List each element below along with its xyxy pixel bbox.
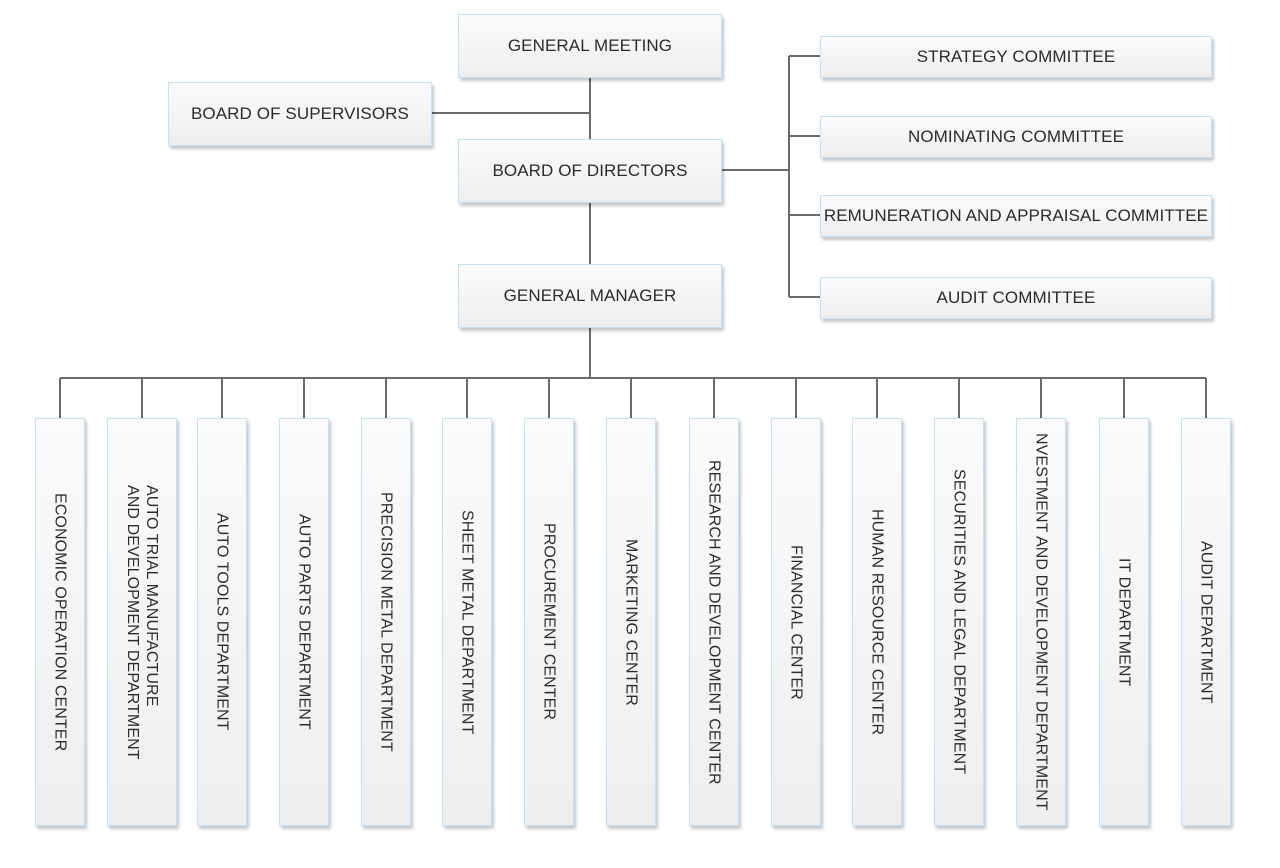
department-label: IT DEPARTMENT <box>1115 557 1133 687</box>
department-box: SECURITIES AND LEGAL DEPARTMENT <box>934 418 984 826</box>
board-of-directors-box: BOARD OF DIRECTORS <box>458 139 722 203</box>
department-box: ECONOMIC OPERATION CENTER <box>35 418 85 826</box>
committee-label: AUDIT COMMITTEE <box>936 288 1096 307</box>
committee-box: STRATEGY COMMITTEE <box>820 36 1212 78</box>
department-box: AUDIT DEPARTMENT <box>1181 418 1231 826</box>
department-box: FINANCIAL CENTER <box>771 418 821 826</box>
general-meeting-label: GENERAL MEETING <box>507 36 673 55</box>
department-label: PROCUREMENT CENTER <box>540 523 558 721</box>
board-of-directors-label: BOARD OF DIRECTORS <box>492 161 688 180</box>
board-of-supervisors-label: BOARD OF SUPERVISORS <box>190 104 409 123</box>
committee-box: AUDIT COMMITTEE <box>820 277 1212 319</box>
department-label: MARKETING CENTER <box>622 538 640 706</box>
general-manager-box: GENERAL MANAGER <box>458 264 722 328</box>
department-label: RESEARCH AND DEVELOPMENT CENTER <box>705 459 723 785</box>
general-meeting-box: GENERAL MEETING <box>458 14 722 78</box>
department-box: SHEET METAL DEPARTMENT <box>442 418 492 826</box>
department-box: AUTO TRIAL MANUFACTURE AND DEVELOPMENT D… <box>107 418 177 826</box>
department-label: PRECISION METAL DEPARTMENT <box>377 492 395 752</box>
department-box: RESEARCH AND DEVELOPMENT CENTER <box>689 418 739 826</box>
department-label: AUTO TRIAL MANUFACTURE AND DEVELOPMENT D… <box>124 484 160 760</box>
department-box: AUTO TOOLS DEPARTMENT <box>197 418 247 826</box>
committee-label: STRATEGY COMMITTEE <box>916 47 1116 66</box>
department-label: AUTO TOOLS DEPARTMENT <box>213 513 231 731</box>
department-box: AUTO PARTS DEPARTMENT <box>279 418 329 826</box>
department-box: MARKETING CENTER <box>606 418 656 826</box>
department-label: AUTO PARTS DEPARTMENT <box>295 514 313 730</box>
general-manager-label: GENERAL MANAGER <box>503 286 677 305</box>
department-label: ECONOMIC OPERATION CENTER <box>51 492 69 752</box>
committee-label: NOMINATING COMMITTEE <box>907 127 1125 146</box>
department-box: IT DEPARTMENT <box>1099 418 1149 826</box>
committee-label: REMUNERATION AND APPRAISAL COMMITTEE <box>823 206 1209 225</box>
board-of-supervisors-box: BOARD OF SUPERVISORS <box>168 82 432 146</box>
department-box: NVESTMENT AND DEVELOPMENT DEPARTMENT <box>1016 418 1066 826</box>
department-label: SHEET METAL DEPARTMENT <box>458 509 476 735</box>
department-label: SECURITIES AND LEGAL DEPARTMENT <box>950 469 968 775</box>
department-box: PRECISION METAL DEPARTMENT <box>361 418 411 826</box>
department-label: NVESTMENT AND DEVELOPMENT DEPARTMENT <box>1032 433 1050 811</box>
department-label: HUMAN RESOURCE CENTER <box>868 508 886 736</box>
department-label: FINANCIAL CENTER <box>787 544 805 700</box>
department-box: PROCUREMENT CENTER <box>524 418 574 826</box>
department-box: HUMAN RESOURCE CENTER <box>852 418 902 826</box>
committee-box: NOMINATING COMMITTEE <box>820 116 1212 158</box>
department-label: AUDIT DEPARTMENT <box>1197 540 1215 704</box>
committee-box: REMUNERATION AND APPRAISAL COMMITTEE <box>820 195 1212 237</box>
